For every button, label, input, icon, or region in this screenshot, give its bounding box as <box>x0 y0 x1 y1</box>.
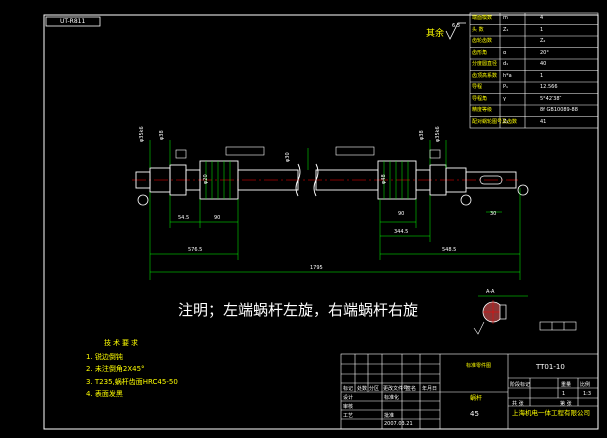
shaft-outline <box>135 160 517 200</box>
dim-d-right-1: φ38 <box>419 130 425 140</box>
requirements-title: 技术要求 <box>104 339 140 347</box>
drawing-tag-box <box>45 16 101 27</box>
tb-sheet-num: 1:3 <box>583 391 592 397</box>
section-label: A-A <box>486 289 495 295</box>
tb-process: 工艺 <box>343 413 354 419</box>
param-symbol: α <box>503 49 507 56</box>
worm-thread-right <box>383 161 409 199</box>
param-label: 齿轮齿数 <box>472 38 493 44</box>
roughness-label: 其余 <box>426 29 445 39</box>
param-label: 齿形角 <box>472 49 488 56</box>
dim-small-right: φ48 <box>381 174 387 184</box>
dim-small-left: φ20 <box>203 174 209 184</box>
requirement-item-2: 2. 未注倒角2X45° <box>86 365 145 373</box>
param-symbol: γ <box>503 95 506 102</box>
tb-date: 年月日 <box>422 386 438 392</box>
param-value: 1 <box>540 26 544 33</box>
dim-d-left-1: φ35k6 <box>139 126 145 142</box>
tb-scale-value: 1 <box>562 391 566 397</box>
diameter-leaders <box>149 140 447 170</box>
param-symbol: d₁ <box>503 61 509 67</box>
tb-count: 处数 <box>357 386 368 392</box>
drawing-ref: 标准零件图 <box>466 363 492 369</box>
param-label: 导程 <box>472 84 483 90</box>
drawing-number: TT01-10 <box>536 363 565 371</box>
part-name: 蜗杆 <box>470 395 483 402</box>
dim-len-545: 54.5 <box>178 215 190 221</box>
param-value: 41 <box>540 118 547 125</box>
title-block <box>340 353 599 430</box>
dimension-lines <box>149 188 521 280</box>
tb-sheet: 共 张 <box>512 401 524 407</box>
param-value: 8f GB10089-88 <box>540 107 578 113</box>
datum-markers <box>137 184 529 206</box>
dim-len-5765: 576.5 <box>188 247 203 253</box>
dim-len-30: 30 <box>490 211 497 217</box>
tb-scale: 比例 <box>580 382 591 388</box>
tb-approve: 批准 <box>384 413 395 419</box>
tb-doc-no: 更改文件号 <box>383 386 409 392</box>
param-symbol: Z₁ <box>503 26 509 33</box>
dim-len-90-left: 90 <box>214 215 221 221</box>
roughness-symbol <box>445 22 466 40</box>
dim-d-right-2: φ35k6 <box>435 126 441 142</box>
param-value: 5°42′38″ <box>540 95 562 102</box>
requirement-item-3: 3. T235,蜗杆齿面HRC45-50 <box>86 378 178 386</box>
param-label: 分度圆直径 <box>472 61 498 67</box>
param-value: 20° <box>540 49 549 56</box>
param-value: 4 <box>540 15 544 21</box>
requirement-item-1: 1. 锐边倒钝 <box>86 353 123 361</box>
param-value: 12.566 <box>540 84 558 90</box>
keyway <box>479 175 503 185</box>
param-label: 头 数 <box>472 26 484 33</box>
tolerance-frames <box>175 146 441 159</box>
param-symbol: m <box>503 15 508 21</box>
dim-len-1795: 1795 <box>310 265 323 271</box>
requirement-item-4: 4. 表面发黑 <box>86 390 123 398</box>
tb-stage: 阶段标记 <box>510 382 531 388</box>
param-value: 40 <box>540 61 547 67</box>
tb-mark: 标记 <box>343 386 354 392</box>
drawing-tag: UT-R811 <box>60 18 86 25</box>
param-label: 导程角 <box>472 95 488 102</box>
parameters-table <box>469 12 599 129</box>
param-value: Z₂ <box>540 38 546 44</box>
drawing-frame <box>43 14 599 430</box>
param-symbol: P₁ <box>503 84 509 90</box>
dim-d-left-2: φ38 <box>159 130 165 140</box>
worm-thread-left <box>205 161 231 199</box>
param-label: 端面模数 <box>472 15 493 21</box>
param-symbol: h*a <box>503 72 512 79</box>
param-label: 配对蜗轮图号及齿数 <box>472 118 518 125</box>
tb-sign: 签名 <box>406 386 417 392</box>
param-label: 精度等级 <box>472 107 493 113</box>
dim-d-mid: φ30 <box>285 152 291 162</box>
dim-len-3445: 344.5 <box>394 229 409 235</box>
param-value: 1 <box>540 72 544 79</box>
roughness-value: 6.3 <box>452 23 460 29</box>
section-tolerance-frame <box>473 321 577 335</box>
tb-date-stamp: 2007.03.21 <box>384 421 413 427</box>
tb-designer: 设计 <box>343 395 354 401</box>
tb-review: 审核 <box>343 404 354 410</box>
tb-standard: 标准化 <box>384 395 400 401</box>
param-symbol: Z₂ <box>503 118 509 125</box>
material: 45 <box>470 410 479 418</box>
dim-len-90-right: 90 <box>398 211 405 217</box>
tb-weight: 重量 <box>561 382 572 388</box>
tb-zone: 分区 <box>369 386 380 392</box>
dim-len-5485: 548.5 <box>442 247 457 253</box>
tb-sheet-of: 第 张 <box>560 401 572 407</box>
section-view <box>478 295 528 324</box>
company-name: 上海机电一体工程有限公司 <box>512 409 590 417</box>
handedness-note: 注明；左端蜗杆左旋，右端蜗杆右旋 <box>178 301 419 319</box>
param-label: 齿顶高系数 <box>472 72 498 79</box>
